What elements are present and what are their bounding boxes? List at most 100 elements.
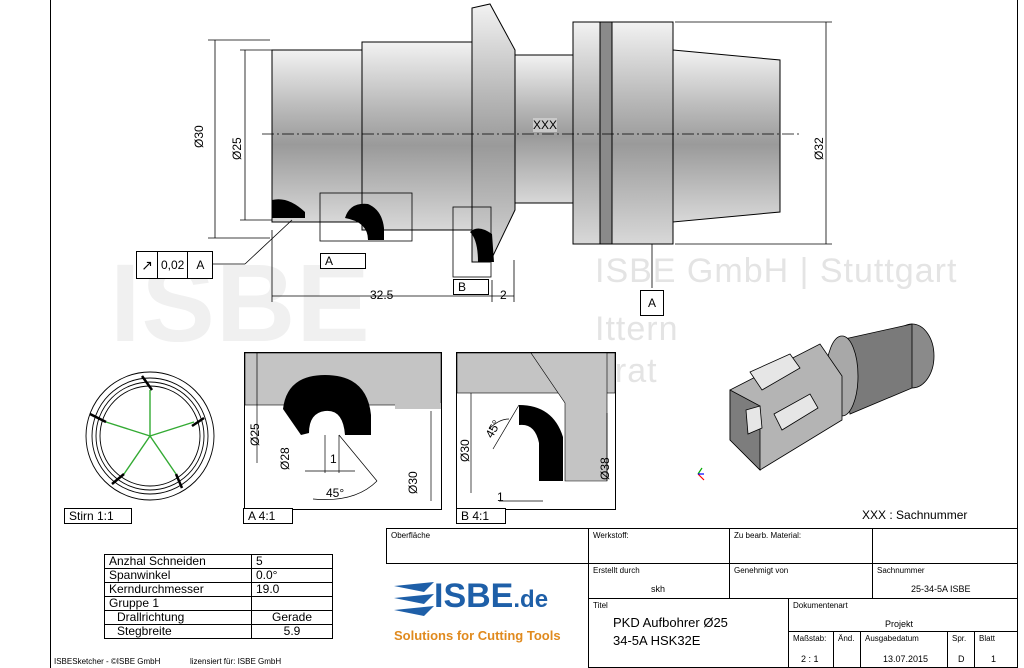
detail-a-d28: Ø28 [278,447,292,470]
isometric-3d-view [697,323,935,481]
tb-blatt: Blatt 1 [974,631,1018,668]
front-view [85,371,215,501]
dim-small: 2 [500,288,507,302]
tolerance-datum: A [196,258,205,272]
tb-blatt-value: 1 [991,654,997,664]
tb-blank-top-right [872,528,1018,564]
detail-b-caption: B 4:1 [456,508,506,524]
section-a-label: A [320,253,366,269]
property-value [251,596,333,611]
tb-oberflaeche: Oberfläche [386,528,589,564]
tb-dokumentenart-value: Projekt [885,619,914,629]
detail-a-d25: Ø25 [248,423,262,446]
tb-sachnummer: Sachnummer 25-34-5A ISBE [872,563,1018,599]
detail-b-one: 1 [497,490,504,504]
tolerance-value: 0,02 [158,252,189,278]
tool-body [271,3,781,263]
tb-zu-bearb-label: Zu bearb. Material: [734,531,802,540]
watermark-line1: ISBE GmbH | Stuttgart [595,252,958,290]
tb-titel: Titel PKD Aufbohrer Ø25 34-5A HSK32E [588,598,789,668]
tb-zu-bearb: Zu bearb. Material: [729,528,873,564]
main-side-view [208,3,832,302]
tb-massstab-label: Maßstab: [793,634,827,643]
detail-b-d38: Ø38 [598,457,612,480]
dim-d32: Ø32 [812,137,826,160]
dim-length: 32.5 [370,288,394,302]
detail-a-one: 1 [330,452,337,466]
watermark-line2: Ittern [595,310,679,348]
isbe-logo: ISBE.de Solutions for Cutting Tools [394,576,586,652]
detail-a-angle: 45° [326,486,345,500]
tb-ausgabe-value: 13.07.2015 [883,654,929,664]
front-view-caption: Stirn 1:1 [64,508,132,524]
tb-werkstoff: Werkstoff: [588,528,730,564]
tb-aend-label: Änd. [838,634,855,643]
runout-icon: ↗ [137,252,158,278]
logo-tld: .de [513,586,549,613]
footer-right: lizensiert für: ISBE GmbH [190,657,282,666]
tb-spr-value: D [958,654,965,664]
section-b-label: B [453,279,489,295]
detail-a-frame [244,352,442,510]
property-name: Anzhal Schneiden [104,554,252,569]
property-value: 5.9 [251,624,333,639]
tb-genehmigt: Genehmigt von [729,563,873,599]
tb-erstellt-value: skh [651,584,666,594]
tb-erstellt: Erstellt durch skh [588,563,730,599]
dim-d30: Ø30 [192,125,206,148]
tb-sachnummer-label: Sachnummer [877,566,925,575]
tb-titel-line2: 34-5A HSK32E [613,633,701,648]
part-label: XXX [533,118,558,132]
tb-werkstoff-label: Werkstoff: [593,531,629,540]
tb-blatt-label: Blatt [979,634,996,643]
tb-sachnummer-value: 25-34-5A ISBE [911,584,971,594]
tb-spr-label: Spr. [952,634,967,643]
property-name: Stegbreite [104,624,252,639]
dimension-lines [208,21,832,302]
detail-b-frame [456,352,616,510]
tb-erstellt-label: Erstellt durch [593,566,640,575]
logo-wordmark: ISBE.de [434,576,548,620]
property-row: Gruppe 1 [104,596,333,611]
property-value: 19.0 [251,582,333,597]
property-value: 5 [251,554,333,569]
detail-a-caption: A 4:1 [243,508,293,524]
legend-text: XXX : Sachnummer [862,508,968,522]
tolerance-frame: ↗ 0,02 A [136,251,214,279]
logo-text: ISBE [434,577,514,615]
tb-spr: Spr. D [947,631,975,668]
tb-titel-label: Titel [593,601,608,610]
tb-genehmigt-label: Genehmigt von [734,566,789,575]
tb-aend: Änd. [833,631,861,668]
tb-massstab-value: 2 : 1 [801,654,819,664]
tb-ausgabe: Ausgabedatum 13.07.2015 [860,631,948,668]
tb-massstab: Maßstab: 2 : 1 [788,631,834,668]
left-border-line [50,0,51,668]
property-name: Drallrichtung [104,610,252,625]
footer-left: ISBESketcher - ©ISBE GmbH [54,657,161,666]
property-name: Kerndurchmesser [104,582,252,597]
detail-b-d30: Ø30 [458,439,472,462]
property-name: Gruppe 1 [104,596,252,611]
right-border-line [1017,0,1018,668]
datum-a-label: A [640,290,664,316]
property-value: 0.0° [251,568,333,583]
tb-dokumentenart: Dokumentenart Projekt [788,598,1018,632]
tb-dokumentenart-label: Dokumentenart [793,601,848,610]
dim-d25: Ø25 [230,137,244,160]
logo-swoosh-icon [394,582,434,616]
tb-titel-line1: PKD Aufbohrer Ø25 [613,615,728,630]
cutting-edges [272,199,494,262]
property-name: Spanwinkel [104,568,252,583]
tb-oberflaeche-label: Oberfläche [391,531,431,540]
logo-tagline: Solutions for Cutting Tools [394,628,561,643]
property-value: Gerade [251,610,333,625]
tb-ausgabe-label: Ausgabedatum [865,634,919,643]
